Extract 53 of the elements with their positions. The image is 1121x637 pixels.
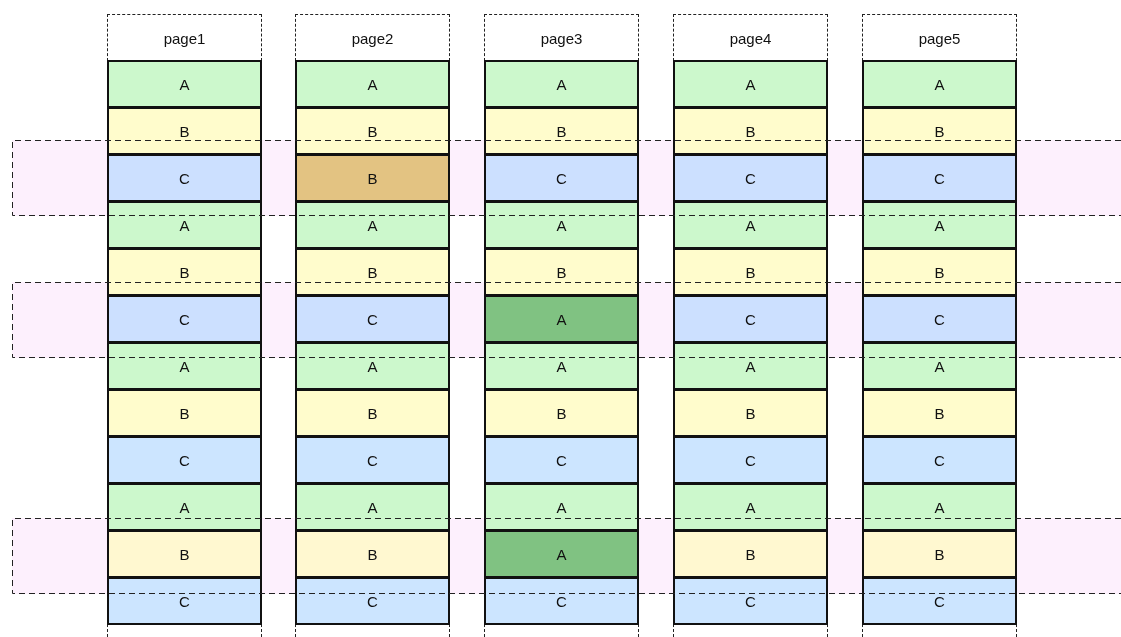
column-heading: page3 (484, 14, 639, 61)
table-cell: C (295, 577, 450, 625)
table-cell: A (107, 60, 262, 108)
table-cell: B (295, 107, 450, 155)
table-cell: A (107, 201, 262, 249)
table-cell: B (107, 389, 262, 437)
column-heading: page5 (862, 14, 1017, 61)
table-cell: A (862, 60, 1017, 108)
table-cell: A (295, 483, 450, 531)
table-cell: A (673, 483, 828, 531)
table-cell: B (107, 107, 262, 155)
table-cell: B (862, 248, 1017, 296)
highlight-band (12, 140, 1121, 216)
table-cell: C (862, 577, 1017, 625)
table-cell: B (673, 389, 828, 437)
highlight-band (12, 282, 1121, 358)
table-cell: A (862, 483, 1017, 531)
table-cell: A (862, 342, 1017, 390)
table-cell: A (862, 201, 1017, 249)
table-cell: B (295, 248, 450, 296)
table-cell: B (295, 389, 450, 437)
table-cell: B (862, 107, 1017, 155)
table-cell: A (673, 201, 828, 249)
table-cell: C (862, 436, 1017, 484)
table-cell: C (484, 577, 639, 625)
table-cell: A (673, 342, 828, 390)
table-cell: A (107, 342, 262, 390)
table-cell: C (484, 436, 639, 484)
table-cell: A (295, 342, 450, 390)
table-cell: A (484, 201, 639, 249)
table-cell: C (107, 436, 262, 484)
table-cell: B (484, 248, 639, 296)
column-heading: page1 (107, 14, 262, 61)
table-cell: B (107, 248, 262, 296)
table-cell: A (295, 60, 450, 108)
table-cell: C (673, 436, 828, 484)
column-heading: page2 (295, 14, 450, 61)
table-cell: C (295, 436, 450, 484)
table-cell: B (484, 107, 639, 155)
table-cell: C (673, 577, 828, 625)
table-cell: A (673, 60, 828, 108)
table-cell: B (673, 248, 828, 296)
table-cell: B (862, 389, 1017, 437)
table-cell: B (484, 389, 639, 437)
table-cell: A (107, 483, 262, 531)
highlight-band (12, 518, 1121, 594)
table-cell: A (484, 60, 639, 108)
table-cell: A (484, 342, 639, 390)
table-cell: C (107, 577, 262, 625)
table-cell: A (295, 201, 450, 249)
column-heading: page4 (673, 14, 828, 61)
table-cell: A (484, 483, 639, 531)
table-cell: B (673, 107, 828, 155)
